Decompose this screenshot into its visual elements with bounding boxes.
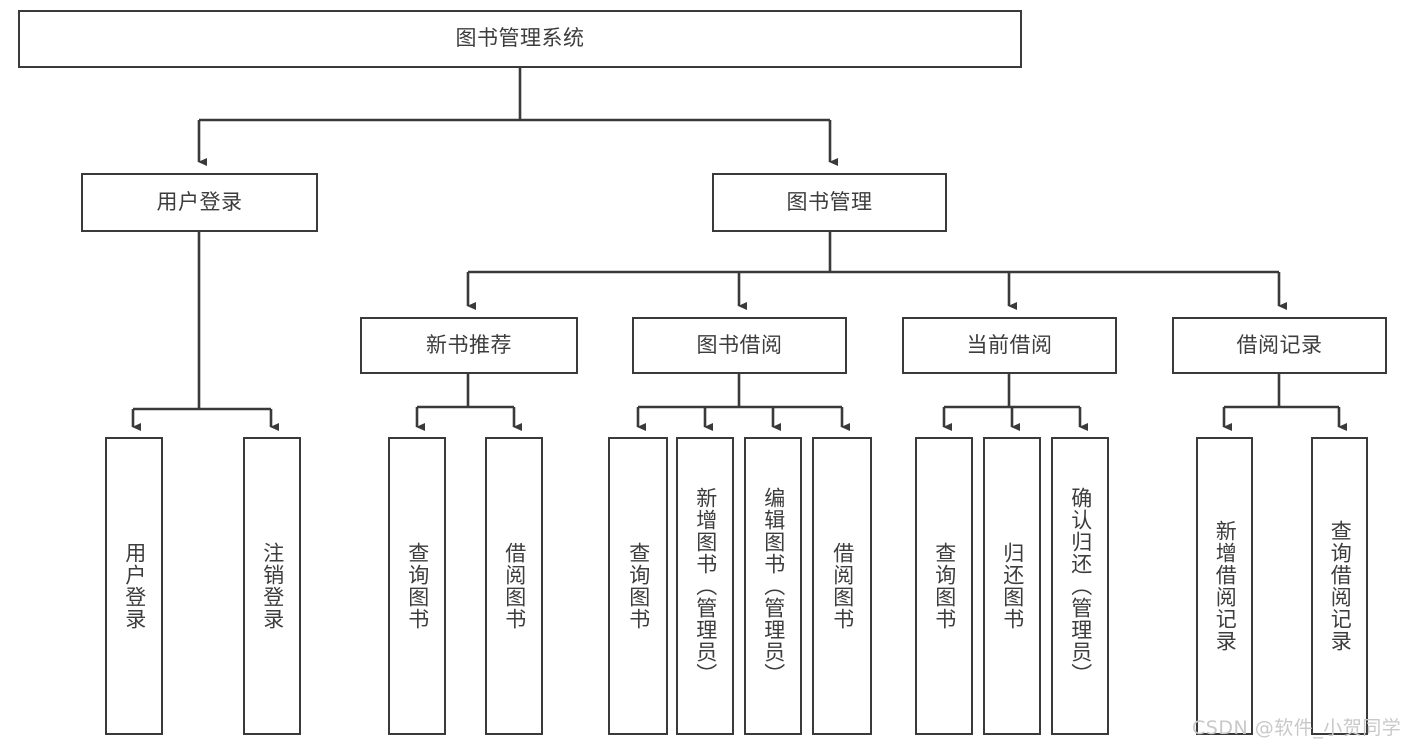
node-label: 图书管理: [786, 189, 873, 214]
node-label: 新增借阅记录: [1213, 520, 1238, 652]
watermark-text: CSDN @软件_小贺同学: [1192, 717, 1402, 739]
node-book-management[interactable]: 图书管理: [712, 173, 947, 232]
node-label: 归还图书: [1000, 542, 1025, 630]
node-label: 新书推荐: [426, 332, 512, 357]
node-borrow-book-1[interactable]: 借阅图书: [485, 437, 543, 735]
node-label: 图书管理系统: [455, 26, 585, 51]
node-user-logout[interactable]: 注销登录: [243, 437, 301, 735]
node-current-borrow[interactable]: 当前借阅: [902, 317, 1117, 374]
node-label: 借阅图书: [830, 542, 855, 630]
node-label: 新增图书（管理员）: [693, 487, 718, 685]
node-add-book[interactable]: 新增图书（管理员）: [676, 437, 734, 735]
node-label: 确认归还（管理员）: [1068, 487, 1093, 685]
node-label: 借阅记录: [1236, 332, 1323, 357]
node-label: 查询借阅记录: [1328, 520, 1353, 652]
node-new-book-recommend[interactable]: 新书推荐: [360, 317, 578, 374]
node-add-borrow-record[interactable]: 新增借阅记录: [1196, 437, 1253, 735]
node-label: 图书借阅: [696, 332, 783, 357]
node-label: 当前借阅: [966, 332, 1053, 357]
node-label: 查询图书: [405, 542, 430, 630]
node-user-login-do[interactable]: 用户登录: [105, 437, 163, 735]
node-query-book-3[interactable]: 查询图书: [915, 437, 973, 735]
node-query-book-1[interactable]: 查询图书: [388, 437, 446, 735]
node-label: 用户登录: [156, 189, 243, 214]
node-root-system[interactable]: 图书管理系统: [18, 10, 1022, 68]
node-query-borrow-record[interactable]: 查询借阅记录: [1311, 437, 1368, 735]
node-return-book[interactable]: 归还图书: [983, 437, 1041, 735]
node-borrow-record[interactable]: 借阅记录: [1172, 317, 1387, 374]
node-label: 查询图书: [932, 542, 957, 630]
node-label: 注销登录: [260, 542, 285, 630]
node-user-login[interactable]: 用户登录: [81, 173, 318, 232]
node-label: 查询图书: [626, 542, 651, 630]
node-borrow-book-2[interactable]: 借阅图书: [812, 437, 872, 735]
node-edit-book[interactable]: 编辑图书（管理员）: [744, 437, 802, 735]
node-label: 编辑图书（管理员）: [761, 487, 786, 685]
node-label: 借阅图书: [502, 542, 527, 630]
node-query-book-2[interactable]: 查询图书: [608, 437, 668, 735]
node-book-borrow[interactable]: 图书借阅: [632, 317, 847, 374]
node-confirm-return[interactable]: 确认归还（管理员）: [1051, 437, 1109, 735]
node-label: 用户登录: [122, 542, 147, 630]
